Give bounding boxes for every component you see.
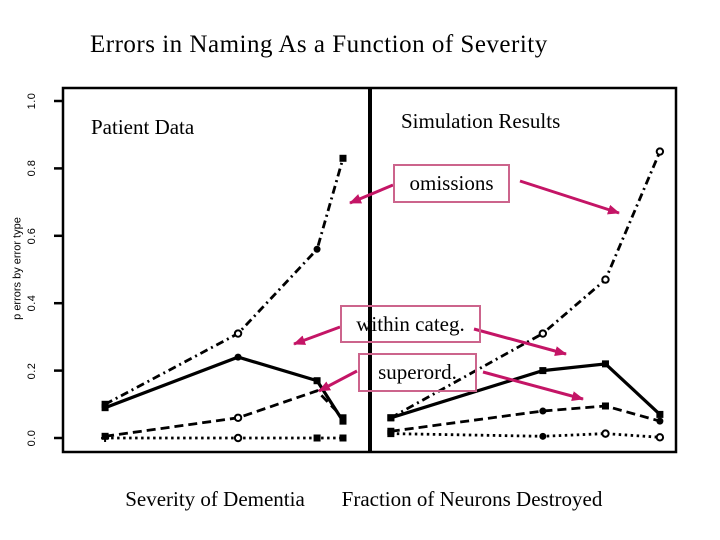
annotation-box-within-categ: within categ. — [340, 305, 481, 343]
series-omissions-panel0 — [101, 154, 347, 408]
slide-title: Errors in Naming As a Function of Severi… — [90, 31, 548, 58]
annotation-arrow — [293, 325, 341, 346]
annotation-label-omissions: omissions — [409, 171, 494, 195]
series-within-categ--panel1 — [387, 360, 664, 422]
annotation-label-superord: superord. — [378, 360, 457, 384]
annotation-arrow — [482, 370, 584, 401]
annotation-box-superord: superord. — [358, 353, 477, 392]
annotation-arrow — [473, 327, 567, 356]
series-within-categ--panel0 — [101, 353, 347, 425]
panel-title-simulation-results: Simulation Results — [401, 109, 561, 133]
annotation-arrow — [519, 179, 620, 215]
panel-title-patient-data: Patient Data — [91, 115, 195, 139]
x-axis-label-severity: Severity of Dementia — [125, 487, 305, 511]
x-axis-label-fraction: Fraction of Neurons Destroyed — [341, 487, 603, 511]
annotation-arrow — [318, 369, 358, 393]
series-superord--panel0 — [101, 389, 347, 440]
series-other-errors-panel0 — [101, 433, 347, 443]
annotation-box-omissions: omissions — [393, 164, 510, 203]
series-other-errors-panel1 — [387, 429, 665, 442]
annotation-arrow — [349, 183, 394, 205]
annotation-label-within-categ: within categ. — [356, 311, 465, 336]
